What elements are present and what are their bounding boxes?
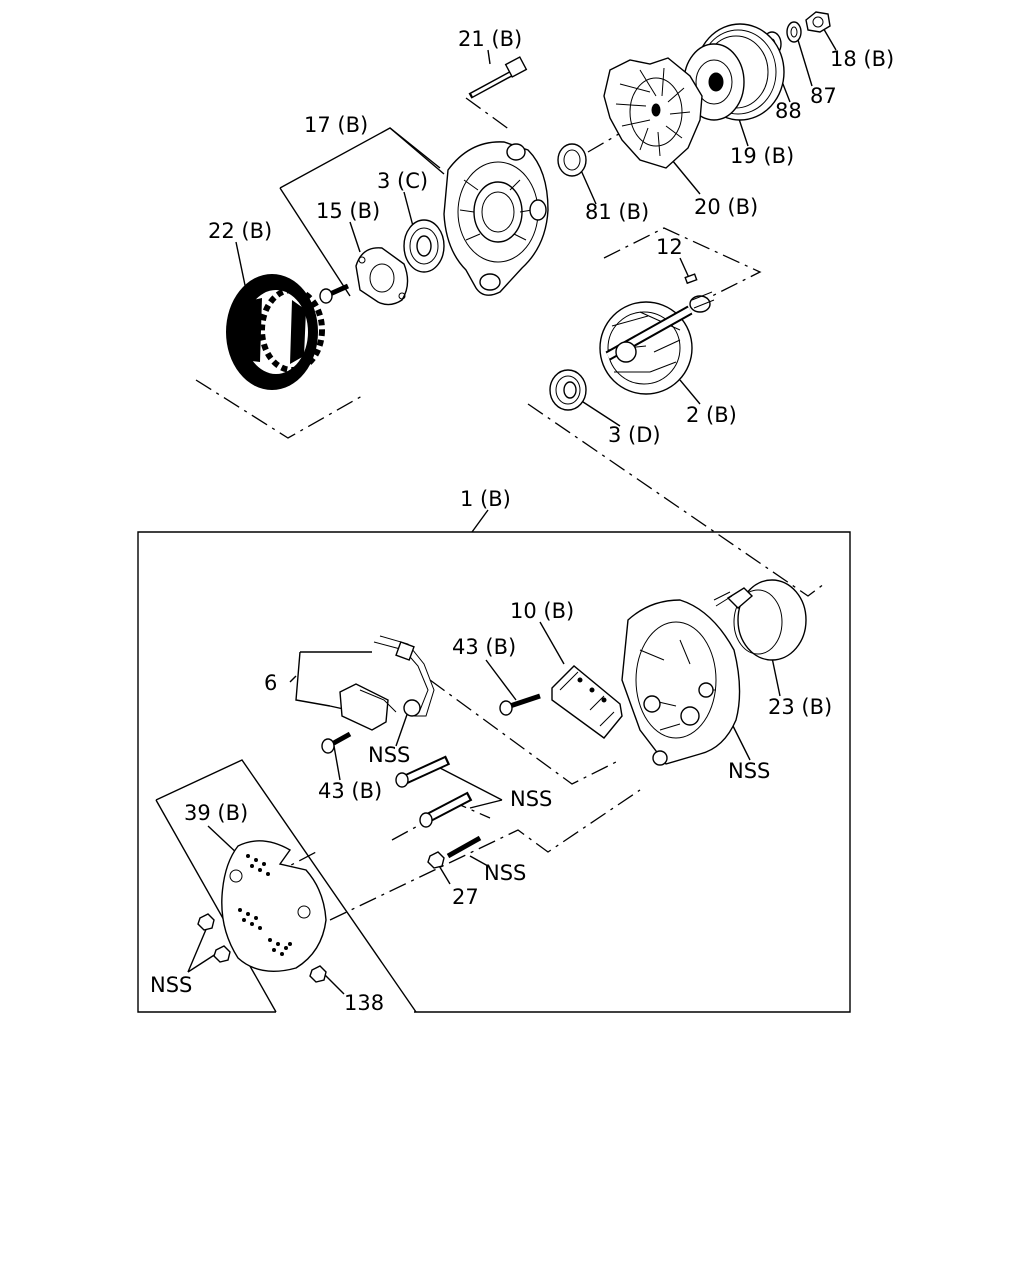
bearing-3d bbox=[549, 369, 587, 411]
callout-nss-frame: NSS bbox=[728, 759, 770, 783]
terminal-bolt-upper bbox=[395, 755, 451, 788]
callout-nss-terminals: NSS bbox=[510, 787, 552, 811]
callout-10: 10 (B) bbox=[510, 599, 574, 623]
retainer-screw bbox=[319, 283, 350, 304]
callout-2: 2 (B) bbox=[686, 403, 737, 427]
callout-19: 19 (B) bbox=[730, 144, 794, 168]
nut-138 bbox=[309, 965, 327, 983]
callout-27: 27 bbox=[452, 885, 479, 909]
leader-lines bbox=[187, 25, 837, 995]
assembly-frame bbox=[414, 531, 851, 1013]
assembly-frame-left bbox=[137, 531, 470, 1013]
alignment-lines bbox=[195, 97, 825, 921]
terminal-bolt-lower bbox=[419, 791, 473, 828]
callout-39: 39 (B) bbox=[184, 801, 248, 825]
rear-frame bbox=[621, 599, 741, 766]
stator-22 bbox=[226, 274, 325, 390]
rear-cover-23 bbox=[713, 579, 807, 661]
front-frame-17 bbox=[443, 141, 549, 296]
callout-17: 17 (B) bbox=[304, 113, 368, 137]
nut-27 bbox=[427, 851, 445, 869]
regulator-6 bbox=[339, 635, 435, 731]
callout-3d: 3 (D) bbox=[608, 423, 661, 447]
callout-22: 22 (B) bbox=[208, 219, 272, 243]
through-bolt-21 bbox=[468, 56, 528, 99]
callout-88: 88 bbox=[775, 99, 802, 123]
bolt-nss bbox=[446, 835, 482, 859]
callout-15: 15 (B) bbox=[316, 199, 380, 223]
cover-nut-upper bbox=[197, 913, 215, 931]
callout-43-bottom: 43 (B) bbox=[318, 779, 382, 803]
retainer-plate-15 bbox=[355, 247, 409, 306]
callout-23: 23 (B) bbox=[768, 695, 832, 719]
rotor-2 bbox=[599, 291, 715, 395]
callout-81: 81 (B) bbox=[585, 200, 649, 224]
collar-81 bbox=[557, 143, 587, 177]
callout-138: 138 bbox=[344, 991, 384, 1015]
bearing-3c bbox=[403, 219, 445, 273]
callout-nss-bolt: NSS bbox=[484, 861, 526, 885]
screw-43-top bbox=[499, 693, 541, 716]
callout-1: 1 (B) bbox=[460, 487, 511, 511]
callout-6: 6 bbox=[264, 671, 277, 695]
key-12 bbox=[684, 273, 698, 285]
end-cover-39 bbox=[221, 840, 327, 973]
callout-3c: 3 (C) bbox=[377, 169, 428, 193]
callout-nss-regulator: NSS bbox=[368, 743, 410, 767]
callout-20: 20 (B) bbox=[694, 195, 758, 219]
cooling-fan-20 bbox=[603, 57, 703, 169]
callout-nss-nuts: NSS bbox=[150, 973, 192, 997]
spring-washer-87 bbox=[786, 21, 802, 43]
screw-43-bottom bbox=[321, 731, 352, 754]
cover-nut-lower bbox=[213, 945, 231, 963]
callout-12: 12 bbox=[656, 235, 683, 259]
callout-43-top: 43 (B) bbox=[452, 635, 516, 659]
callout-87: 87 bbox=[810, 84, 837, 108]
callout-21: 21 (B) bbox=[458, 27, 522, 51]
pulley-nut-18 bbox=[805, 11, 831, 33]
callout-18: 18 (B) bbox=[830, 47, 894, 71]
end-cover-bracket bbox=[155, 759, 417, 1013]
brush-holder-10 bbox=[551, 665, 623, 739]
grouping-brackets bbox=[279, 127, 445, 711]
